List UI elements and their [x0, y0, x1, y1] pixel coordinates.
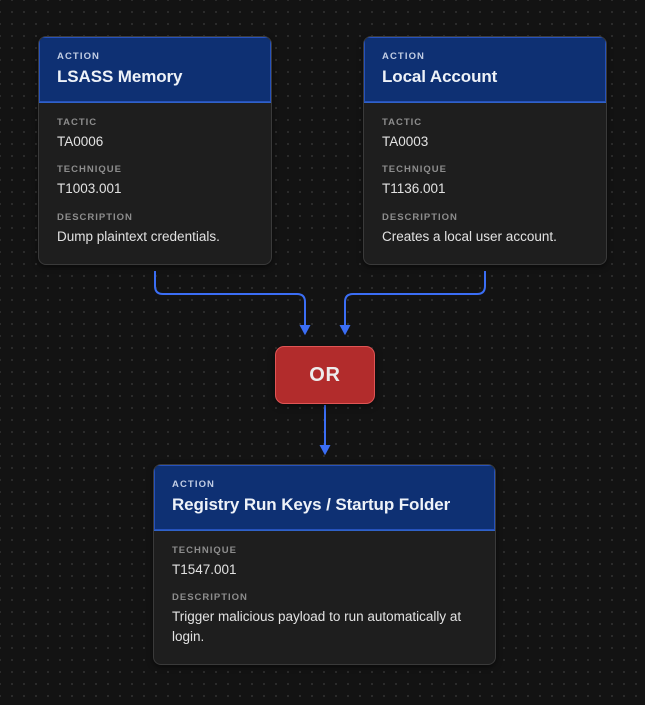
or-gate-label: OR: [309, 363, 341, 386]
node-local-account[interactable]: ACTION Local Account TACTIC TA0003 TECHN…: [363, 36, 607, 266]
node-title: Local Account: [382, 67, 498, 86]
field-label: DESCRIPTION: [57, 211, 133, 223]
field-tactic: TACTIC TA0003: [382, 117, 588, 152]
field-technique: TECHNIQUE T1136.001: [382, 164, 588, 199]
node-body: TACTIC TA0006 TECHNIQUE T1003.001 DESCRI…: [39, 103, 271, 265]
node-kicker: ACTION: [382, 51, 426, 62]
field-value: T1003.001: [57, 181, 122, 197]
node-or-gate[interactable]: OR: [275, 346, 375, 404]
field-value: Trigger malicious payload to run automat…: [172, 609, 462, 644]
node-kicker: ACTION: [57, 51, 101, 62]
node-header: ACTION LSASS Memory: [39, 37, 271, 103]
field-value: T1547.001: [172, 561, 237, 577]
field-label: TECHNIQUE: [172, 544, 237, 556]
node-header: ACTION Registry Run Keys / Startup Folde…: [154, 465, 495, 531]
node-header: ACTION Local Account: [364, 37, 606, 103]
node-kicker: ACTION: [172, 479, 216, 490]
field-description: DESCRIPTION Trigger malicious payload to…: [172, 592, 477, 646]
field-label: TECHNIQUE: [57, 164, 122, 176]
field-value: TA0006: [57, 133, 104, 149]
field-label: TACTIC: [382, 116, 423, 128]
field-label: TECHNIQUE: [382, 164, 447, 176]
node-title: LSASS Memory: [57, 67, 183, 86]
edge-local-to-or: [339, 271, 486, 336]
node-title: Registry Run Keys / Startup Folder: [172, 495, 451, 514]
field-technique: TECHNIQUE T1547.001: [172, 545, 477, 580]
node-lsass-memory[interactable]: ACTION LSASS Memory TACTIC TA0006 TECHNI…: [38, 36, 272, 266]
field-description: DESCRIPTION Dump plaintext credentials.: [57, 212, 253, 247]
field-value: Dump plaintext credentials.: [57, 228, 220, 244]
field-tactic: TACTIC TA0006: [57, 117, 253, 152]
node-body: TACTIC TA0003 TECHNIQUE T1136.001 DESCRI…: [364, 103, 606, 265]
field-value: TA0003: [382, 133, 429, 149]
node-registry-run-keys[interactable]: ACTION Registry Run Keys / Startup Folde…: [153, 464, 496, 666]
field-label: DESCRIPTION: [382, 211, 458, 223]
node-body: TECHNIQUE T1547.001 DESCRIPTION Trigger …: [154, 531, 495, 665]
field-description: DESCRIPTION Creates a local user account…: [382, 212, 588, 247]
field-label: TACTIC: [57, 116, 98, 128]
edge-lsass-to-or: [154, 271, 311, 336]
field-technique: TECHNIQUE T1003.001: [57, 164, 253, 199]
field-value: Creates a local user account.: [382, 228, 557, 244]
field-label: DESCRIPTION: [172, 592, 248, 604]
field-value: T1136.001: [382, 181, 446, 197]
